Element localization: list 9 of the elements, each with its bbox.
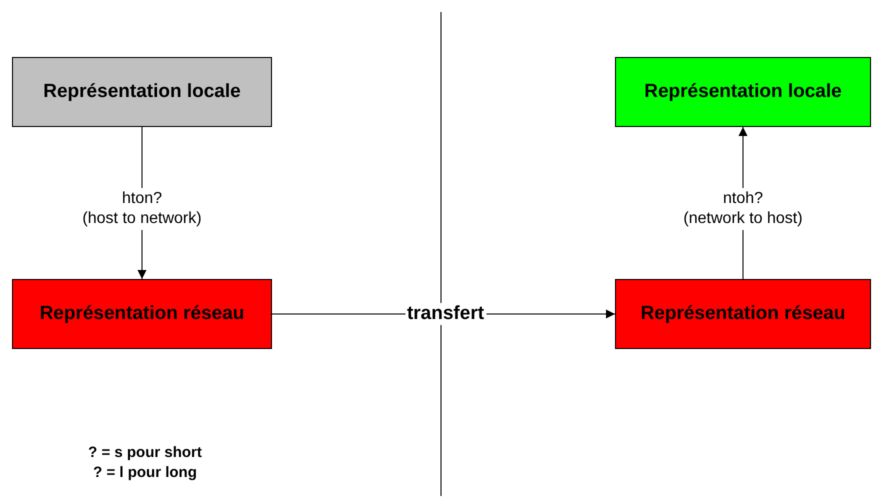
process-box: Représentation réseau — [615, 279, 871, 349]
process-box: Représentation réseau — [12, 279, 272, 349]
note: ? = s pour short — [88, 444, 202, 462]
edge-label: transfert — [404, 303, 486, 325]
process-box: Représentation locale — [12, 57, 272, 127]
process-box: Représentation locale — [615, 57, 871, 127]
edge-label: hton? (host to network) — [80, 188, 204, 230]
edge-label: ntoh? (network to host) — [681, 188, 805, 230]
note: ? = l pour long — [93, 464, 197, 482]
